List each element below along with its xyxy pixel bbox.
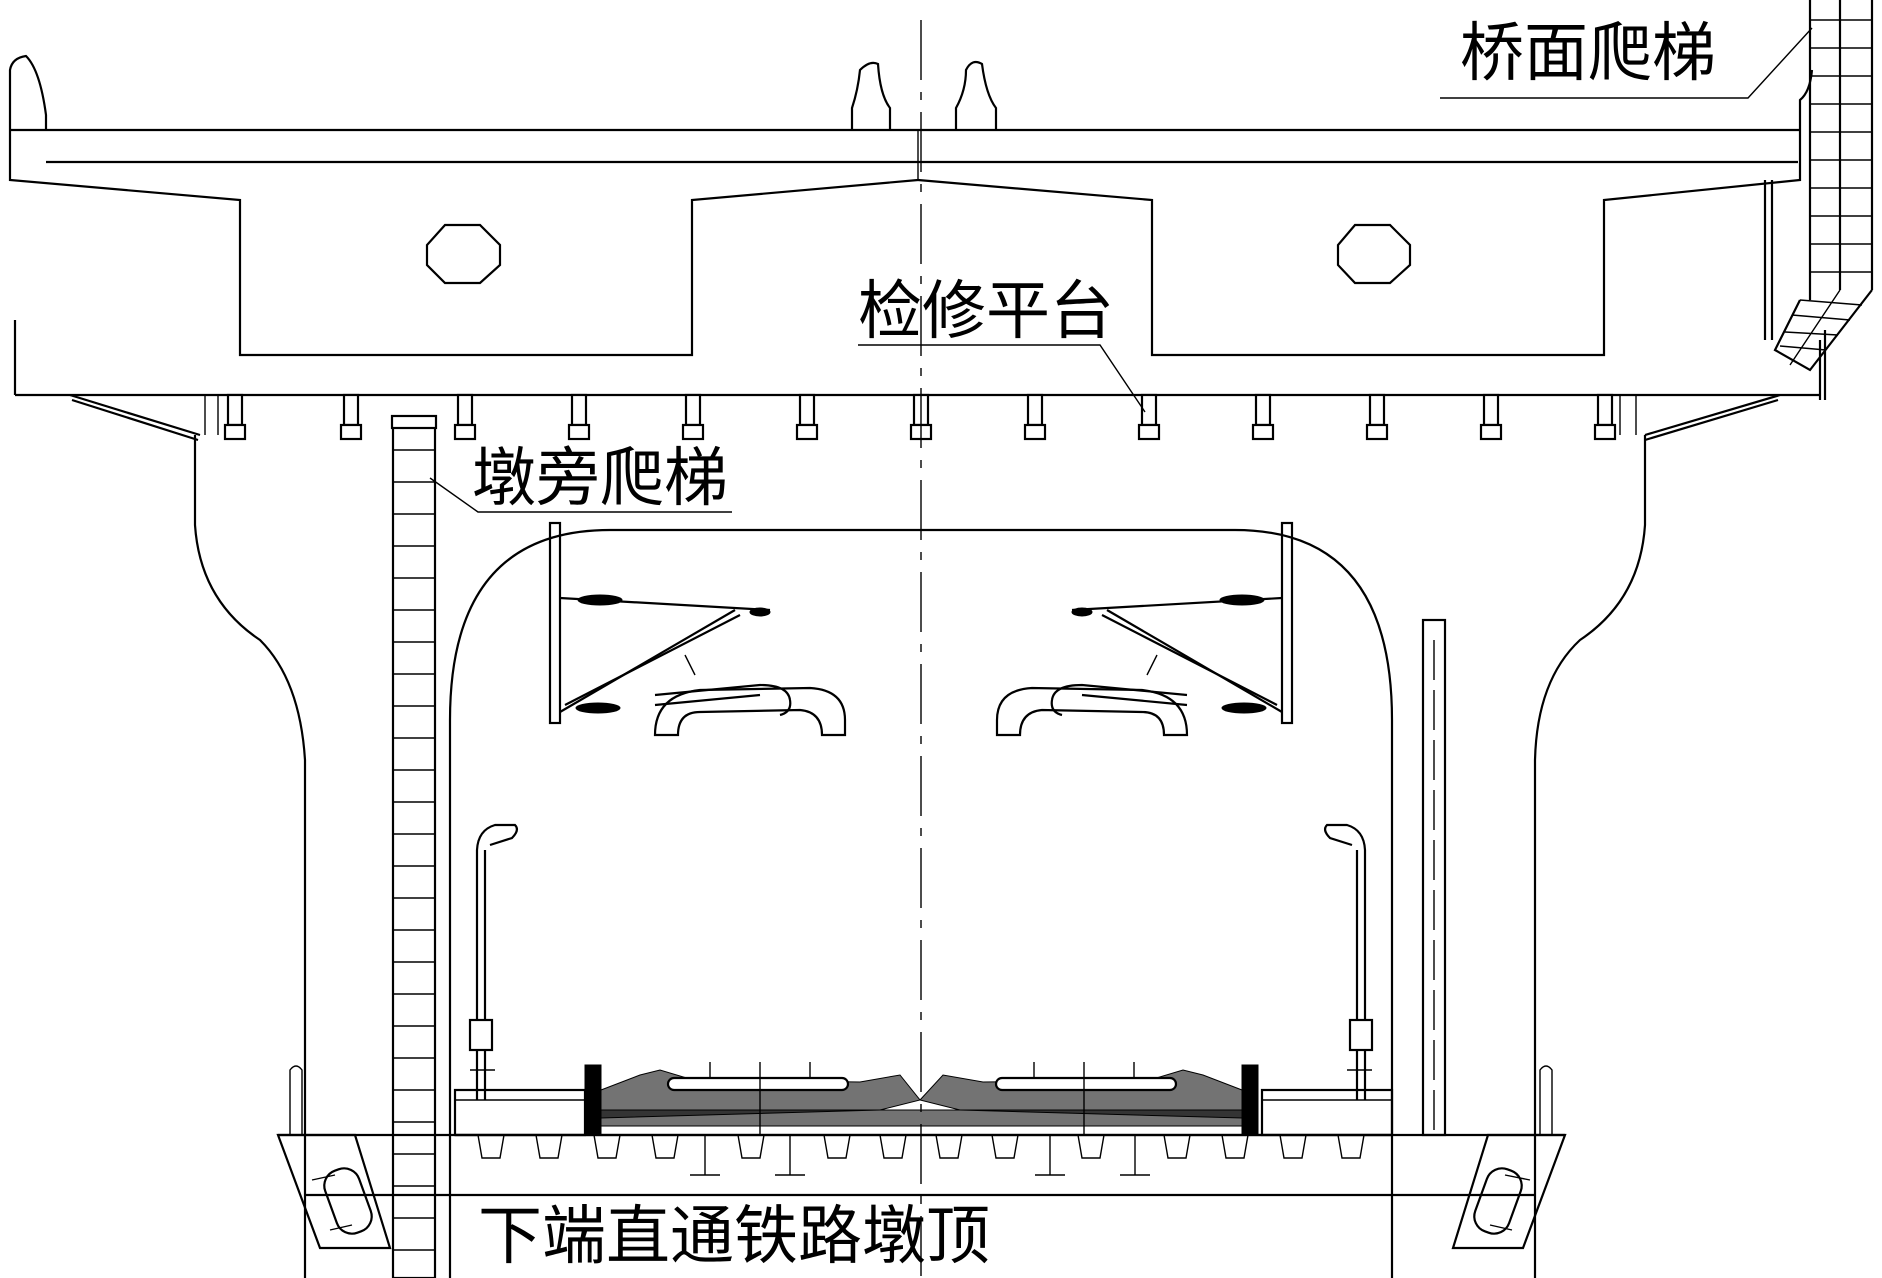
pier-side-ladder-label: 墩旁爬梯	[472, 442, 728, 516]
deck-ladder-label: 桥面爬梯	[1460, 17, 1716, 91]
pier-side-ladder	[390, 414, 732, 1278]
maintenance-platform	[13, 320, 1827, 442]
lamp-post-left	[468, 823, 519, 1100]
catenary-support-right	[995, 521, 1294, 737]
railway-pier-top-label: 下端直通铁路墩顶	[478, 1200, 990, 1274]
maintenance-platform-label: 检修平台	[858, 275, 1114, 349]
deck-ladder	[1440, 0, 1874, 400]
pier-frame	[193, 435, 1647, 1278]
lamp-post-right	[1323, 823, 1374, 1100]
bridge-deck	[8, 54, 1814, 357]
track-bed	[453, 1062, 1394, 1176]
catenary-support-left	[548, 521, 847, 737]
